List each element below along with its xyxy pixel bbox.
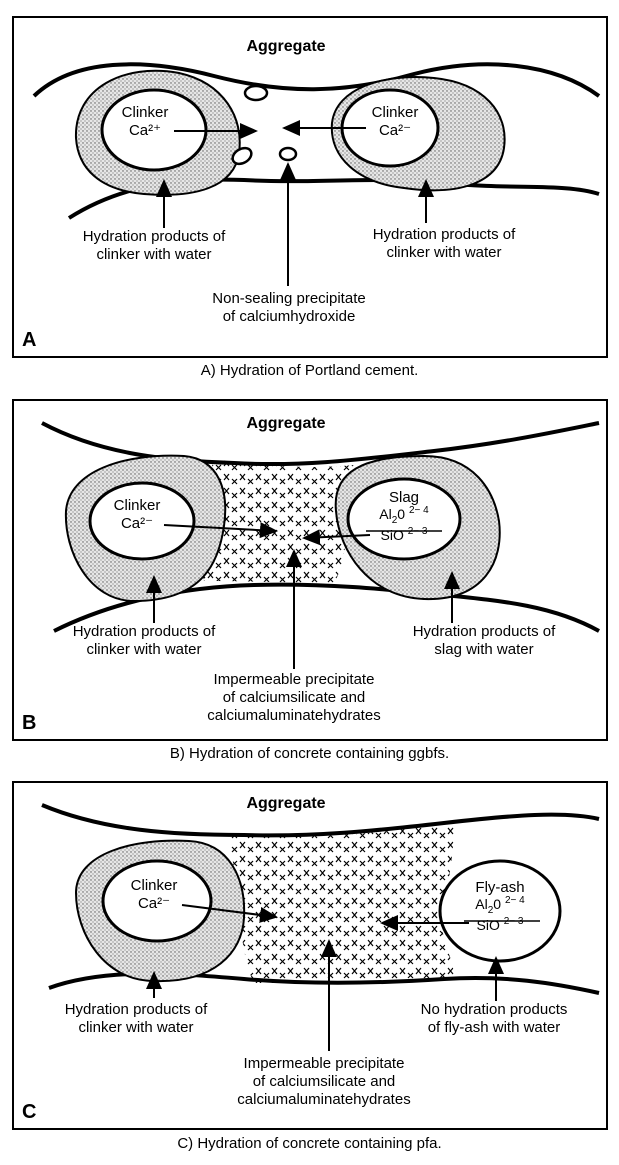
left-clinker-core <box>88 481 196 561</box>
panel-c-caption: C) Hydration of concrete containing pfa. <box>177 1135 442 1152</box>
right-flyash-label: Fly-ash Al20 2− 4 SiO 2− 3 <box>475 879 525 933</box>
panel-letter: A <box>22 329 37 351</box>
panel-a-drawing <box>32 62 601 286</box>
panel-a-caption: A) Hydration of Portland cement. <box>200 362 419 379</box>
arrow-left-core <box>181 904 278 923</box>
precipitate-particle <box>278 146 298 162</box>
aggregate-top-boundary <box>41 421 600 467</box>
precipitate-particle <box>231 146 253 166</box>
right-slag-core <box>346 477 462 561</box>
precipitate-particle <box>243 84 269 102</box>
panel-letter: C <box>22 1101 37 1123</box>
right-slag-label: Slag Al20 2− 4 SiO 2− 3 <box>379 489 429 543</box>
aggregate-label: Aggregate <box>246 38 326 55</box>
crosshatch-precipitate <box>229 823 454 983</box>
left-clinker-core <box>101 859 213 943</box>
aggregate-top-boundary <box>41 803 600 838</box>
aggregate-label: Aggregate <box>246 795 326 812</box>
aggregate-top-boundary <box>32 62 601 98</box>
aggregate-label: Aggregate <box>246 415 326 432</box>
panel-b-drawing <box>41 421 600 669</box>
crosshatch-precipitate <box>201 459 354 583</box>
panel-b-caption: B) Hydration of concrete containing ggbf… <box>169 745 450 762</box>
panel-letter: B <box>22 712 37 734</box>
arrow-left-core <box>163 522 278 539</box>
panel-c-drawing <box>41 803 600 1051</box>
arrow-right-core <box>302 529 371 546</box>
